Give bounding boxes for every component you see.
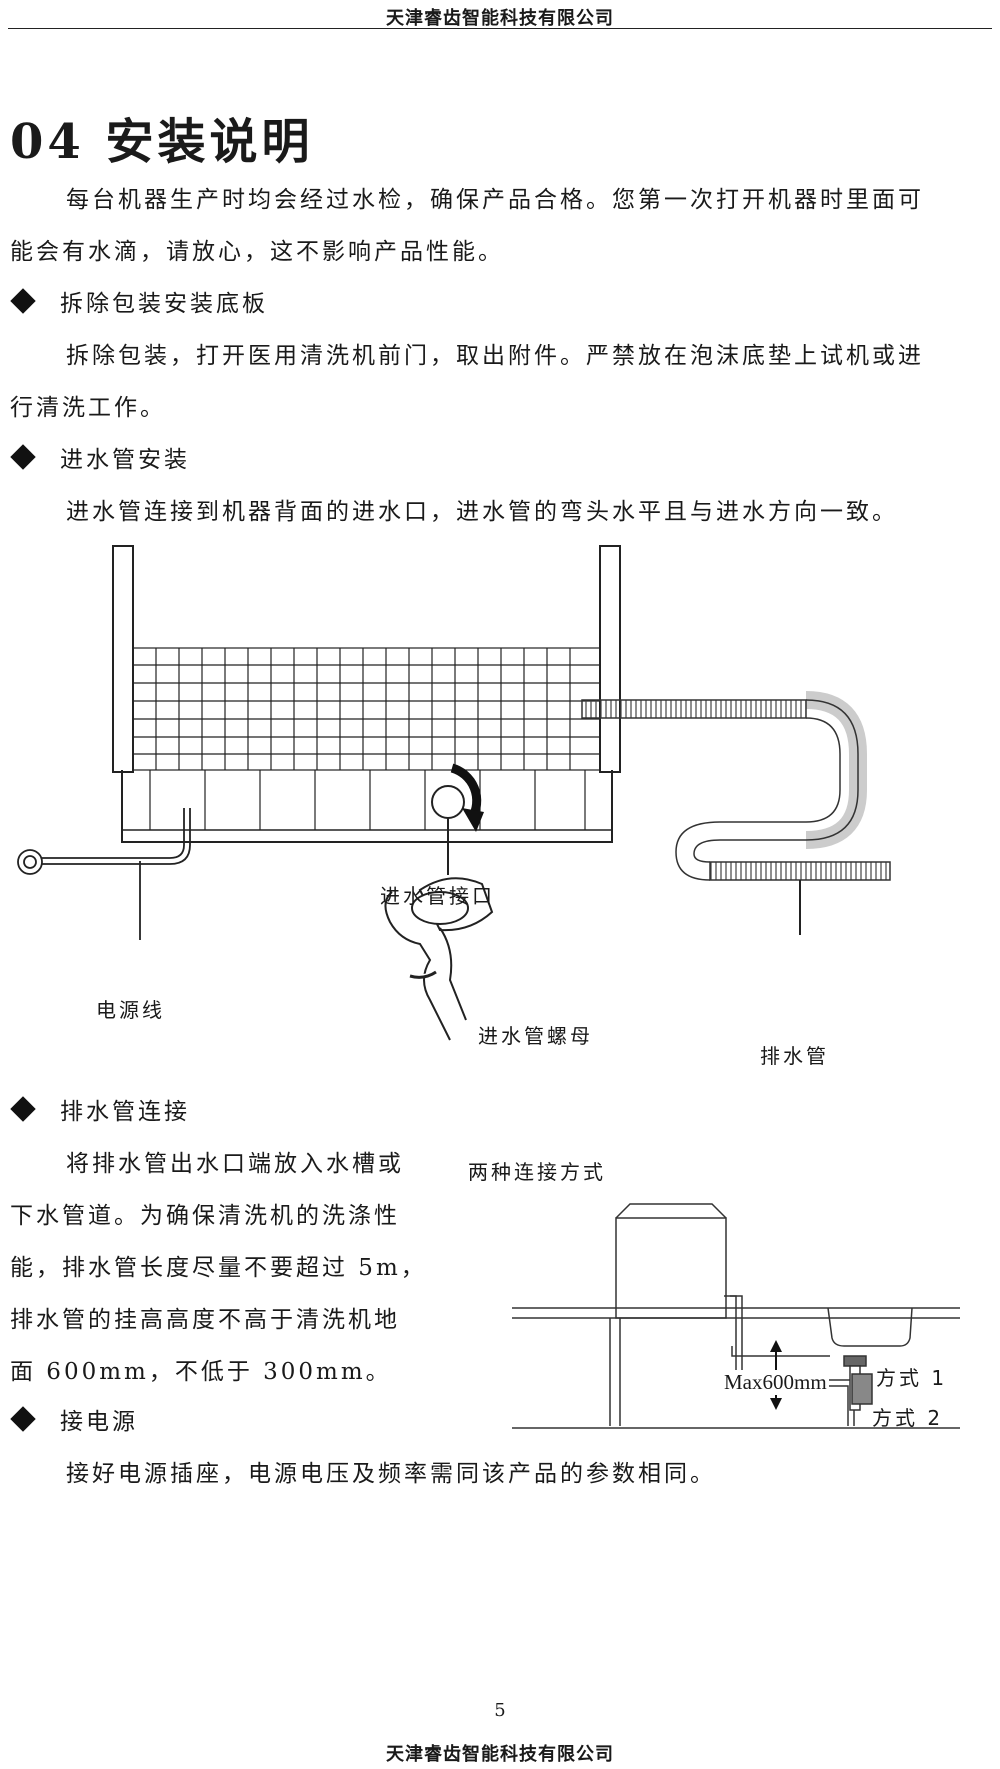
intro-line-1: 每台机器生产时均会经过水检，确保产品合格。您第一次打开机器时里面可 bbox=[66, 187, 924, 213]
inlet-installation-diagram bbox=[17, 545, 891, 1041]
drain-pipe-label: 排水管 bbox=[760, 1044, 829, 1068]
unpack-line-1: 拆除包装，打开医用清洗机前门，取出附件。严禁放在泡沫底垫上试机或进 bbox=[66, 343, 924, 369]
inlet-nut-illustration bbox=[384, 877, 494, 1041]
rotate-arrowhead-icon bbox=[462, 808, 484, 832]
drain-connection-diagram bbox=[512, 1203, 960, 1429]
power-cord-label: 电源线 bbox=[96, 998, 165, 1022]
page-header: 天津睿齿智能科技有限公司 bbox=[386, 8, 614, 29]
section-title: 04 安装说明 bbox=[10, 114, 314, 170]
drain-heading: 排水管连接 bbox=[10, 1086, 190, 1138]
drain-hose bbox=[581, 691, 891, 935]
bullet-diamond-icon bbox=[10, 288, 36, 314]
drain-line-1: 将排水管出水口端放入水槽或 bbox=[66, 1151, 404, 1177]
bullet-diamond-icon bbox=[10, 1096, 36, 1122]
drain-heading-text: 排水管连接 bbox=[60, 1099, 190, 1125]
drain-line-4: 排水管的挂高高度不高于清洗机地 bbox=[10, 1307, 400, 1333]
intro-line-2: 能会有水滴，请放心，这不影响产品性能。 bbox=[10, 239, 504, 265]
drain-line-3: 能，排水管长度尽量不要超过 5m， bbox=[10, 1255, 427, 1281]
max-height-label: Max600mm bbox=[722, 1370, 829, 1395]
basket-grid bbox=[132, 647, 601, 771]
inlet-nut-label: 进水管螺母 bbox=[478, 1024, 593, 1048]
page-footer: 天津睿齿智能科技有限公司 bbox=[386, 1744, 614, 1765]
method-2-label: 方式 2 bbox=[872, 1406, 944, 1430]
arrow-up-icon bbox=[770, 1340, 782, 1352]
bullet-diamond-icon bbox=[10, 1406, 36, 1432]
drain-line-2: 下水管道。为确保清洗机的洗涤性 bbox=[10, 1203, 400, 1229]
inlet-port bbox=[431, 785, 465, 819]
power-cord bbox=[17, 808, 191, 940]
inlet-heading: 进水管安装 bbox=[10, 434, 190, 486]
power-heading-text: 接电源 bbox=[60, 1409, 138, 1435]
power-heading: 接电源 bbox=[10, 1396, 138, 1448]
machine-body bbox=[112, 545, 621, 843]
arrow-down-icon bbox=[770, 1398, 782, 1410]
inlet-line-1: 进水管连接到机器背面的进水口，进水管的弯头水平且与进水方向一致。 bbox=[66, 499, 898, 525]
method-1-label: 方式 1 bbox=[876, 1366, 948, 1390]
bullet-diamond-icon bbox=[10, 444, 36, 470]
connection-methods-caption: 两种连接方式 bbox=[468, 1160, 606, 1184]
unpack-heading-text: 拆除包装安装底板 bbox=[60, 291, 268, 317]
power-line-1: 接好电源插座，电源电压及频率需同该产品的参数相同。 bbox=[66, 1461, 716, 1487]
drain-line-5: 面 600mm，不低于 300mm。 bbox=[10, 1359, 392, 1385]
header-divider bbox=[8, 28, 992, 29]
unpack-heading: 拆除包装安装底板 bbox=[10, 278, 268, 330]
inlet-heading-text: 进水管安装 bbox=[60, 447, 190, 473]
inlet-port-label: 进水管接口 bbox=[380, 884, 495, 908]
page-number: 5 bbox=[494, 1700, 506, 1721]
unpack-line-2: 行清洗工作。 bbox=[10, 395, 166, 421]
